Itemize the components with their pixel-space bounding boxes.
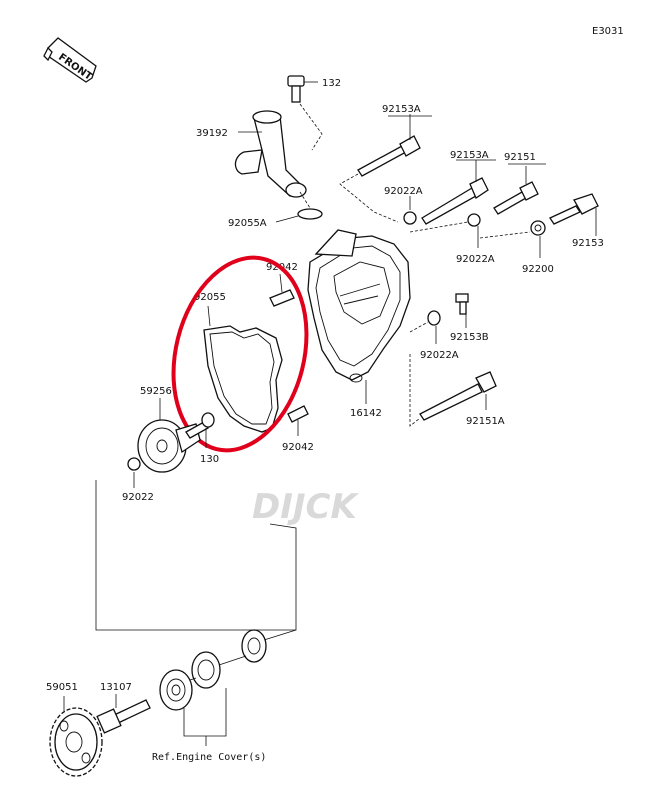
part-gear-59051 bbox=[49, 707, 103, 777]
callout-92151a: 92151A bbox=[466, 416, 505, 427]
part-dowel-92042-top bbox=[269, 289, 295, 307]
callout-92151-top: 92151 bbox=[504, 152, 536, 163]
part-shaft-13107 bbox=[96, 699, 151, 734]
part-bolt-132 bbox=[287, 75, 318, 103]
ref-engine-cover-note: Ref.Engine Cover(s) bbox=[152, 752, 266, 763]
front-arrow-icon: FRONT bbox=[43, 37, 97, 83]
part-dowel-92042-bottom bbox=[287, 405, 309, 423]
callout-92153a-top: 92153A bbox=[382, 104, 421, 115]
watermark: DIJCK bbox=[252, 487, 359, 527]
part-washer-92022 bbox=[127, 457, 141, 471]
part-bolt-92151-top bbox=[493, 181, 539, 215]
part-seal-lower bbox=[241, 629, 267, 663]
callout-59256: 59256 bbox=[140, 386, 172, 397]
callout-92022a-2: 92022A bbox=[456, 254, 495, 265]
part-oring-92055a bbox=[297, 208, 323, 220]
callout-59051: 59051 bbox=[46, 682, 78, 693]
callout-92022: 92022 bbox=[122, 492, 154, 503]
callout-92022a-1: 92022A bbox=[384, 186, 423, 197]
callout-92055: 92055 bbox=[194, 292, 226, 303]
part-bolt-92153a-top bbox=[357, 114, 421, 177]
part-bearing-middle bbox=[191, 651, 221, 689]
callout-16142: 16142 bbox=[350, 408, 382, 419]
part-washer-92200 bbox=[530, 220, 546, 236]
callout-39192: 39192 bbox=[196, 128, 228, 139]
part-washer-92022a-2 bbox=[467, 213, 481, 227]
callout-92153a-mid: 92153A bbox=[450, 150, 489, 161]
callout-92153b: 92153B bbox=[450, 332, 489, 343]
diagram-code: E3031 bbox=[592, 26, 624, 37]
callout-132: 132 bbox=[322, 78, 341, 89]
part-bolt-130 bbox=[185, 412, 215, 439]
callout-92022a-3: 92022A bbox=[420, 350, 459, 361]
callout-92153: 92153 bbox=[572, 238, 604, 249]
part-gasket-92055 bbox=[203, 325, 283, 433]
callout-13107: 13107 bbox=[100, 682, 132, 693]
part-bolt-92153a-mid bbox=[421, 177, 489, 225]
part-washer-92022a-3 bbox=[427, 310, 441, 326]
part-bolt-92151a bbox=[419, 371, 497, 421]
part-stud-92153b bbox=[455, 293, 469, 315]
part-washer-92022a-1 bbox=[403, 211, 417, 225]
callout-92042-bottom: 92042 bbox=[282, 442, 314, 453]
part-pipe-39192 bbox=[234, 110, 307, 198]
callout-92200: 92200 bbox=[522, 264, 554, 275]
part-bearing-left bbox=[159, 669, 193, 711]
part-bolt-92153 bbox=[549, 193, 599, 236]
highlight-circle bbox=[171, 255, 309, 453]
callout-130: 130 bbox=[200, 454, 219, 465]
part-impeller-59256 bbox=[137, 419, 201, 473]
callout-92055a: 92055A bbox=[228, 218, 267, 229]
part-housing-16142 bbox=[307, 229, 411, 383]
